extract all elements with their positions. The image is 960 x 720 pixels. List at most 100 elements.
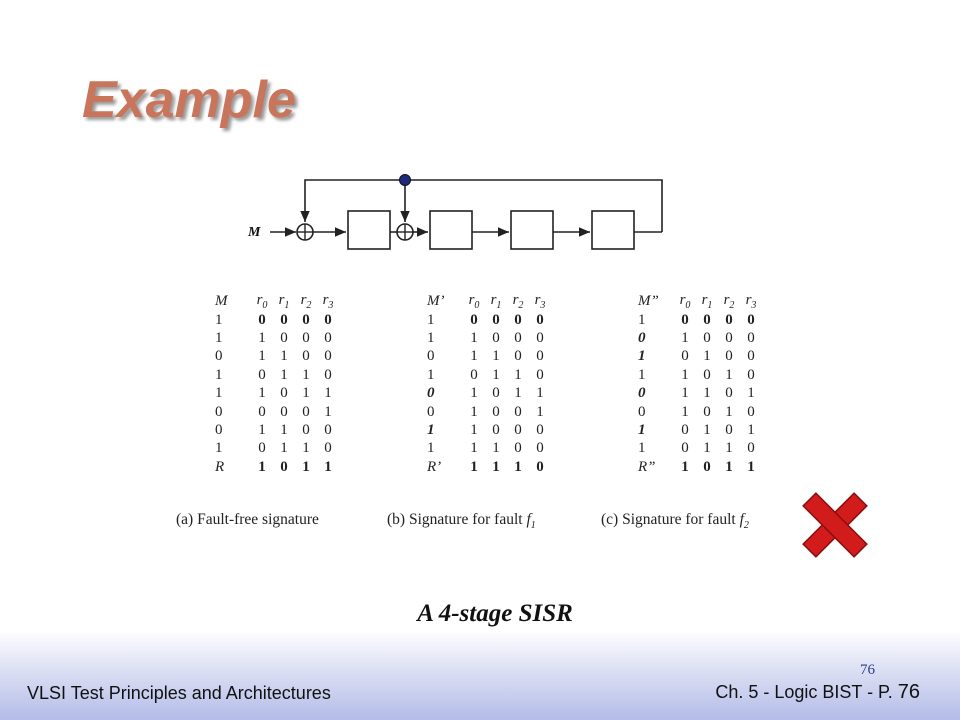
register-bit: 0 bbox=[747, 440, 755, 457]
register-bit: 0 bbox=[514, 440, 522, 457]
slide-title: Example bbox=[82, 71, 296, 129]
register-bit: 1 bbox=[258, 330, 266, 347]
register-bit: 1 bbox=[681, 330, 689, 347]
signature-bit: 1 bbox=[514, 458, 522, 475]
input-bit: 0 bbox=[427, 385, 435, 402]
header-r0: r0 bbox=[468, 292, 480, 311]
register-bit: 0 bbox=[302, 403, 310, 420]
register-bit: 1 bbox=[470, 422, 478, 439]
input-bit: 0 bbox=[215, 348, 223, 365]
register-bit: 1 bbox=[681, 385, 689, 402]
register-bit: 1 bbox=[280, 348, 288, 365]
register-bit: 0 bbox=[302, 330, 310, 347]
register-bit: 1 bbox=[703, 348, 711, 365]
register-bit: 0 bbox=[302, 422, 310, 439]
register-bit: 0 bbox=[747, 330, 755, 347]
footer-course-title: VLSI Test Principles and Architectures bbox=[27, 683, 331, 703]
header-m: M’ bbox=[427, 293, 445, 309]
signature-bit: 0 bbox=[280, 458, 288, 475]
register-bit: 0 bbox=[747, 366, 755, 383]
input-bit: 0 bbox=[215, 422, 223, 439]
register-bit: 1 bbox=[324, 403, 332, 420]
register-bit: 0 bbox=[324, 311, 332, 328]
register-bit: 0 bbox=[324, 440, 332, 457]
register-bit: 0 bbox=[324, 422, 332, 439]
header-r1: r1 bbox=[490, 292, 502, 311]
input-label-m: M bbox=[247, 225, 261, 240]
input-bit: 1 bbox=[215, 385, 223, 402]
input-bit: 1 bbox=[638, 422, 646, 439]
register-bit: 1 bbox=[536, 403, 544, 420]
header-r1: r1 bbox=[278, 292, 290, 311]
register-bit: 0 bbox=[536, 422, 544, 439]
register-stage-r0 bbox=[347, 210, 391, 250]
register-bit: 1 bbox=[280, 366, 288, 383]
register-bit: 0 bbox=[324, 348, 332, 365]
register-bit: 0 bbox=[703, 403, 711, 420]
register-bit: 0 bbox=[536, 311, 544, 328]
slide-subtitle: A 4-stage SISR bbox=[417, 600, 573, 627]
register-bit: 0 bbox=[514, 422, 522, 439]
register-bit: 1 bbox=[258, 348, 266, 365]
caption-fault-free: (a) Fault-free signature bbox=[176, 511, 319, 528]
register-bit: 1 bbox=[258, 422, 266, 439]
xor-gate-icon bbox=[396, 223, 414, 241]
signature-bit: 1 bbox=[258, 458, 266, 475]
register-bit: 0 bbox=[703, 311, 711, 328]
input-bit: 1 bbox=[427, 422, 435, 439]
header-r0: r0 bbox=[679, 292, 691, 311]
header-r2: r2 bbox=[723, 292, 735, 311]
register-bit: 1 bbox=[470, 385, 478, 402]
header-r3: r3 bbox=[322, 292, 334, 311]
register-bit: 1 bbox=[703, 385, 711, 402]
input-bit: 0 bbox=[427, 348, 435, 365]
register-bit: 0 bbox=[681, 440, 689, 457]
register-bit: 0 bbox=[492, 330, 500, 347]
signature-bit: 1 bbox=[302, 458, 310, 475]
register-bit: 0 bbox=[725, 311, 733, 328]
input-bit: 0 bbox=[215, 403, 223, 420]
register-bit: 1 bbox=[492, 440, 500, 457]
header-r3: r3 bbox=[534, 292, 546, 311]
register-bit: 0 bbox=[725, 385, 733, 402]
caption-fault-f1: (b) Signature for fault f1 bbox=[387, 511, 536, 532]
fault-f2-label: f2 bbox=[739, 511, 749, 532]
register-stage-r2 bbox=[510, 210, 554, 250]
register-bit: 1 bbox=[681, 403, 689, 420]
register-bit: 0 bbox=[536, 366, 544, 383]
input-bit: 1 bbox=[215, 440, 223, 457]
register-bit: 0 bbox=[747, 348, 755, 365]
signature-label: R’ bbox=[427, 458, 442, 475]
input-bit: 0 bbox=[638, 385, 646, 402]
register-bit: 0 bbox=[681, 311, 689, 328]
input-bit: 0 bbox=[638, 330, 646, 347]
register-bit: 1 bbox=[302, 440, 310, 457]
register-bit: 0 bbox=[302, 348, 310, 365]
register-bit: 1 bbox=[470, 403, 478, 420]
sisr-diagram: M bbox=[247, 174, 663, 250]
header-m: M bbox=[215, 293, 228, 309]
register-bit: 0 bbox=[258, 403, 266, 420]
signature-bit: 1 bbox=[492, 458, 500, 475]
signature-bit: 1 bbox=[681, 458, 689, 475]
register-bit: 0 bbox=[258, 311, 266, 328]
register-bit: 0 bbox=[514, 311, 522, 328]
register-bit: 0 bbox=[536, 348, 544, 365]
caption-fault-f2: (c) Signature for fault f2 bbox=[601, 511, 749, 532]
register-bit: 0 bbox=[258, 440, 266, 457]
register-bit: 1 bbox=[725, 403, 733, 420]
